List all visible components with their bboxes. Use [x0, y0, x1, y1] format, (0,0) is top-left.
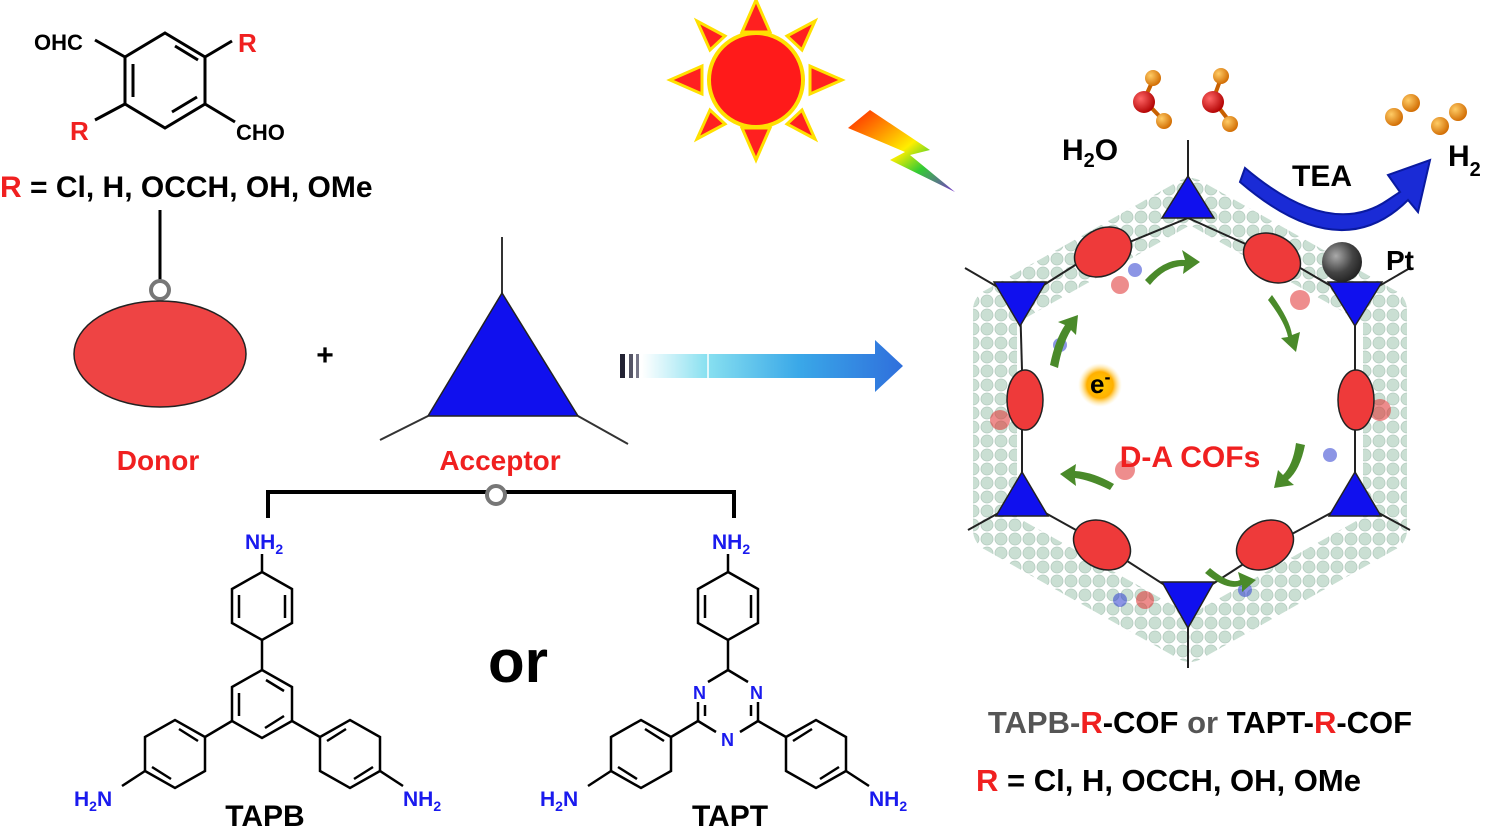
donor-ellipse: [73, 300, 247, 408]
tapb-nh2-top: NH2: [245, 531, 283, 557]
cof-name-line: TAPB-R-COF or TAPT-R-COF: [988, 705, 1412, 740]
tapb-label: TAPB: [225, 800, 304, 829]
r-definition-top: R = Cl, H, OCCH, OH, OMe: [0, 171, 373, 204]
electron-glow: [1078, 363, 1122, 407]
da-cofs-label: D-A COFs: [1120, 441, 1261, 474]
tapt-nh2-left: H2N: [540, 788, 578, 814]
tapt-nh2-top: NH2: [712, 531, 750, 557]
tapt-n-right: N: [750, 683, 763, 703]
tapt-label: TAPT: [692, 800, 768, 829]
donor-label: Donor: [117, 445, 200, 476]
pt-particle: [1322, 242, 1362, 282]
donor-linker-node: [149, 279, 171, 301]
tapt-n-bottom: N: [721, 730, 734, 750]
aldehyde-cho-right: CHO: [236, 120, 285, 145]
aldehyde-structure: [94, 31, 236, 282]
cof-framework: [964, 140, 1411, 668]
r-definition-bottom: R = Cl, H, OCCH, OH, OMe: [976, 763, 1361, 798]
pt-label: Pt: [1386, 245, 1414, 276]
plus-sign: +: [316, 339, 334, 372]
lightning-bolt-icon: [848, 110, 955, 192]
hydrogen-molecules-icon: [1385, 94, 1467, 135]
tapt-structure: [587, 554, 870, 790]
tea-label: TEA: [1292, 160, 1352, 193]
aldehyde-r-bottom: R: [70, 116, 89, 146]
tapt-n-left: N: [693, 683, 706, 703]
tapb-nh2-left: H2N: [74, 788, 112, 814]
tapt-nh2-right: NH2: [869, 788, 907, 814]
tapb-structure: [121, 554, 404, 790]
synthesis-arrow: [620, 340, 903, 392]
tea-arrow: [1238, 158, 1432, 231]
acceptor-triangle: [379, 237, 629, 445]
or-text: or: [488, 628, 548, 695]
h2-label: H2: [1448, 140, 1481, 181]
electron-label: e-: [1090, 367, 1110, 399]
acceptor-linker-node: [485, 484, 507, 506]
water-molecules-icon: [1133, 68, 1238, 132]
tapb-nh2-right: NH2: [403, 788, 441, 814]
aldehyde-r-top: R: [238, 28, 257, 58]
h2o-label: H2O: [1062, 134, 1118, 172]
acceptor-label: Acceptor: [439, 445, 560, 476]
sun-icon: [666, 0, 846, 164]
aldehyde-cho-left: OHC: [34, 30, 83, 55]
